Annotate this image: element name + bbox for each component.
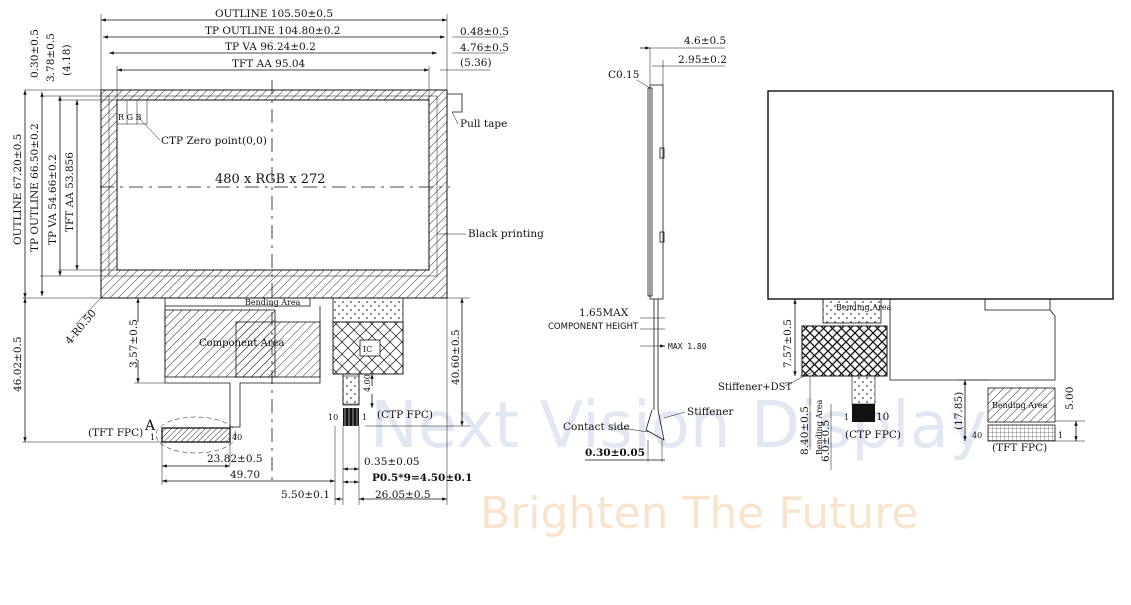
back-stiffener-dst xyxy=(801,325,888,377)
watermark-tagline: Brighten The Future xyxy=(480,488,918,539)
bending-area-label: Bending Area xyxy=(245,298,301,307)
stiffener-dst-label: Stiffener+DST xyxy=(718,382,792,393)
right-gap-1: 0.48±0.5 xyxy=(460,26,509,38)
back-tft-gold-finger xyxy=(987,424,1056,442)
pull-tape-label: Pull tape xyxy=(460,118,507,130)
watermark-brand: Next Vision Display xyxy=(370,389,987,463)
corner-radius-label: 4-R0.50 xyxy=(63,307,99,347)
ctp-fpc-offset-dim: 26.05±0.5 xyxy=(375,489,431,501)
component-height-label: COMPONENT HEIGHT xyxy=(548,322,639,332)
ctp-gold-finger xyxy=(343,408,359,426)
outline-height-dim: OUTLINE 67.20±0.5 xyxy=(12,134,24,245)
side-module-body xyxy=(649,84,664,300)
tft-fpc-offset-dim: 49.70 xyxy=(230,469,260,481)
ctp-pin-width-dim: 0.35±0.05 xyxy=(364,456,420,468)
side-view: 4.6±0.5 2.95±0.2 C0.15 1.65MAX COMPONENT… xyxy=(548,35,734,462)
tft-fpc-label: (TFT FPC) xyxy=(88,427,143,439)
total-thickness-dim: 4.6±0.5 xyxy=(684,35,726,47)
ctp-gold-len-dim: 4.00 xyxy=(363,374,372,392)
detail-a-label: A xyxy=(144,418,156,434)
tft-aa-height-dim: TFT AA 53.856 xyxy=(64,152,76,232)
ctp-zero-label: CTP Zero point(0,0) xyxy=(161,135,267,147)
back-tft-pin-last: 40 xyxy=(972,431,982,440)
back-ctp-fpc-label: (CTP FPC) xyxy=(845,429,901,441)
ic-chip xyxy=(359,339,381,357)
back-ctp-pin-first: 1 xyxy=(844,413,849,422)
back-bending-area-1: Bending Area xyxy=(836,303,892,312)
stiffener-label: Stiffener xyxy=(687,406,734,418)
pull-tape-tab xyxy=(447,93,463,113)
tft-connector-width-dim: 23.82±0.5 xyxy=(207,453,263,465)
back-tft-pin-first: 1 xyxy=(1058,431,1063,440)
component-area-label: Component Area xyxy=(199,338,284,349)
top-gap-3: (4.18) xyxy=(61,44,73,76)
bend-length-dim: 7.57±0.5 xyxy=(782,319,794,368)
ctp-pin-last: 10 xyxy=(328,413,338,422)
ctp-fpc-height-dim: 40.60±0.5 xyxy=(450,329,462,385)
contact-side-label: Contact side xyxy=(563,421,630,433)
top-gap-2: 3.78±0.5 xyxy=(45,33,57,82)
back-tft-fpc xyxy=(889,299,1056,381)
ctp-fpc-width-dim: 5.50±0.1 xyxy=(281,489,330,501)
black-printing-label: Black printing xyxy=(468,228,544,240)
fpc-offset-dim: 3.57±0.5 xyxy=(128,319,140,368)
tft-stiffener-height-dim: 5.00 xyxy=(1064,387,1076,410)
back-view: Bending Area Stiffener+DST Bending Area … xyxy=(718,90,1114,470)
module-thickness-dim: 2.95±0.2 xyxy=(678,54,727,66)
fpc-thickness-dim: 0.30±0.05 xyxy=(585,447,645,459)
back-module-body xyxy=(767,90,1114,300)
ic-label: IC xyxy=(363,345,372,354)
ctp-bend-length-dim: 8.40±0.5 xyxy=(799,406,811,455)
back-ctp-pin-last: 10 xyxy=(876,411,889,423)
ctp-pin-first: 1 xyxy=(362,413,367,422)
tft-bend-height-dim: (17.85) xyxy=(953,392,965,430)
ctp-stiffener-length-dim: 6.0±0.5 xyxy=(820,420,832,462)
right-gap-2: 4.76±0.5 xyxy=(460,42,509,54)
tp-view-area xyxy=(108,95,438,277)
chamfer-label: C0.15 xyxy=(608,69,639,81)
max-thickness-label: MAX 1.80 xyxy=(668,342,707,351)
tp-outline-width-dim: TP OUTLINE 104.80±0.2 xyxy=(205,25,340,37)
fpc-height-dim: 46.02±0.5 xyxy=(12,336,24,392)
detail-a-marker xyxy=(155,416,237,454)
component-height-value: 1.65MAX xyxy=(579,307,629,319)
back-tft-fpc-label: (TFT FPC) xyxy=(992,442,1047,454)
tft-active-area xyxy=(116,99,430,271)
right-gap-3: (5.36) xyxy=(460,57,492,69)
resolution-label: 480 x RGB x 272 xyxy=(215,172,326,187)
tp-va-height-dim: TP VA 54.66±0.2 xyxy=(47,154,59,245)
ctp-pitch-dim: P0.5*9=4.50±0.1 xyxy=(372,472,472,484)
top-gap-1: 0.30±0.5 xyxy=(29,29,41,78)
ctp-fpc-label: (CTP FPC) xyxy=(377,409,433,421)
tft-aa-width-dim: TFT AA 95.04 xyxy=(232,58,306,70)
tp-outline-height-dim: TP OUTLINE 66.50±0.2 xyxy=(29,123,41,252)
outline-width-dim: OUTLINE 105.50±0.5 xyxy=(215,8,333,20)
tft-gold-finger xyxy=(161,427,231,443)
stiffener-side xyxy=(645,409,665,441)
tp-va-width-dim: TP VA 96.24±0.2 xyxy=(225,41,316,53)
tft-fpc-outline xyxy=(164,306,321,428)
back-bending-area-2: Bending Area xyxy=(815,399,824,455)
tft-pin-first: 1 xyxy=(150,433,155,442)
rgb-label: R G B xyxy=(118,113,142,122)
tft-pin-last: 40 xyxy=(232,433,242,442)
back-bending-area-3: Bending Area xyxy=(992,401,1048,410)
